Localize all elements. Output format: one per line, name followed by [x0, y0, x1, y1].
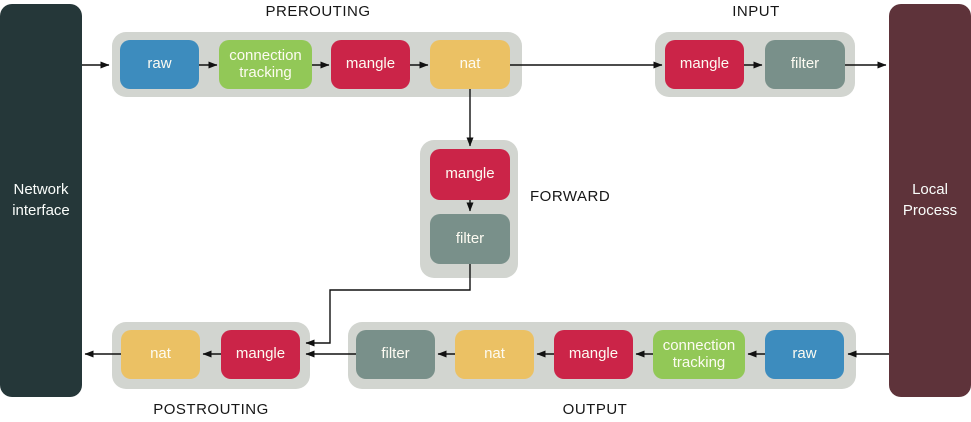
input-filter-node: filter	[765, 40, 845, 89]
forward-label: FORWARD	[530, 188, 611, 205]
output-nat-node: nat	[455, 330, 534, 379]
prerouting-conntrack-node: connection tracking	[219, 40, 312, 89]
postrouting-label: POSTROUTING	[153, 401, 269, 418]
output-raw-node: raw	[765, 330, 844, 379]
local-process-box: Local Process	[889, 4, 971, 397]
forward-filter-node: filter	[430, 214, 510, 264]
output-label: OUTPUT	[562, 401, 628, 418]
network-interface-label: Network interface	[12, 181, 70, 219]
prerouting-mangle-node: mangle	[331, 40, 410, 89]
postrouting-nat-node: nat	[121, 330, 200, 379]
output-filter-node: filter	[356, 330, 435, 379]
prerouting-label: PREROUTING	[265, 3, 371, 20]
input-label: INPUT	[732, 3, 780, 20]
forward-mangle-node: mangle	[430, 149, 510, 200]
output-conntrack-node: connection tracking	[653, 330, 745, 379]
output-mangle-node: mangle	[554, 330, 633, 379]
prerouting-raw-node: raw	[120, 40, 199, 89]
postrouting-mangle-node: mangle	[221, 330, 300, 379]
input-mangle-node: mangle	[665, 40, 744, 89]
network-interface-box: Network interface	[0, 4, 82, 397]
local-process-label: Local Process	[902, 181, 958, 219]
prerouting-nat-node: nat	[430, 40, 510, 89]
